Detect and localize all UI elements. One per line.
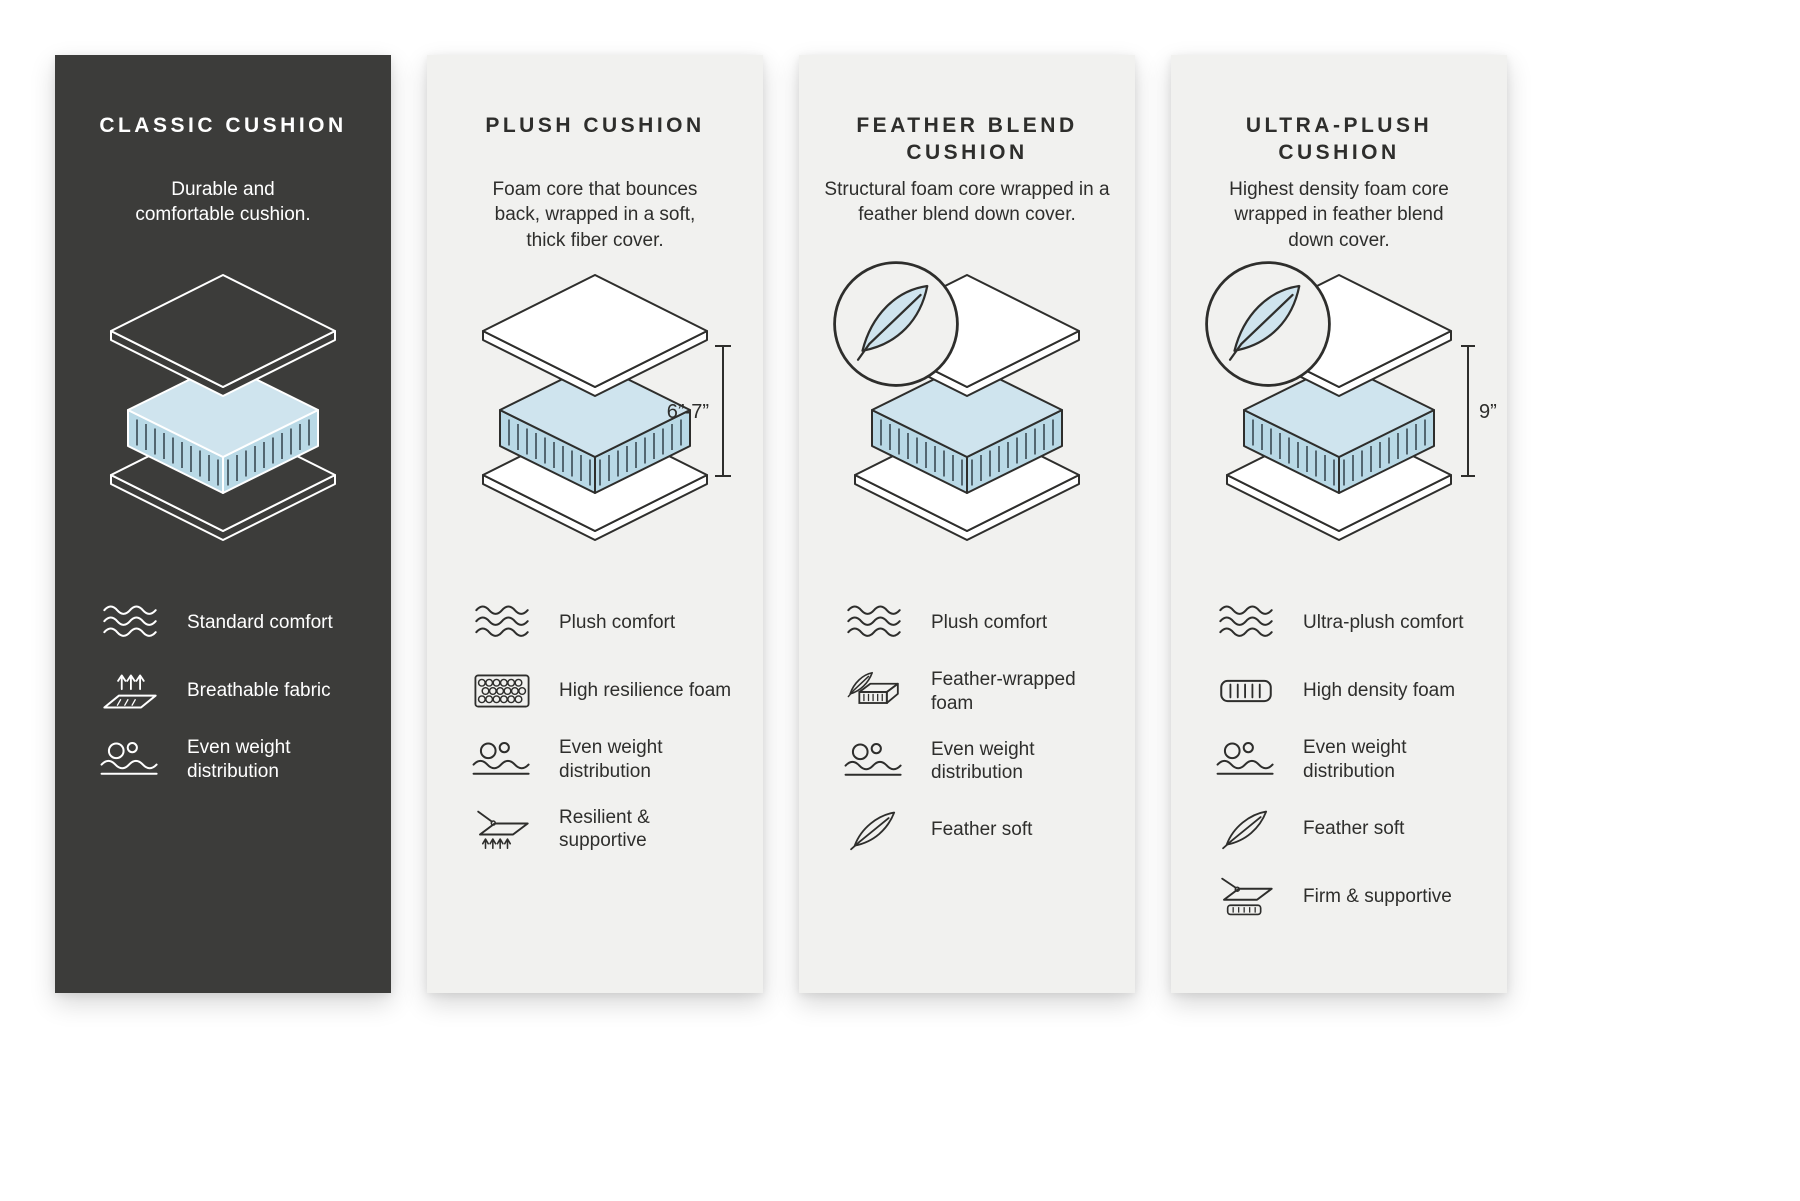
feature-row: High density foam bbox=[1213, 668, 1507, 714]
cushion-diagram bbox=[55, 257, 391, 562]
feature-label: Feather soft bbox=[1303, 817, 1405, 839]
feature-label: Feather soft bbox=[931, 819, 1033, 841]
feature-label: Resilient & supportive bbox=[559, 806, 650, 852]
panel-title: FEATHER BLEND CUSHION bbox=[856, 114, 1078, 164]
feature-list: Plush comfort Feather-wrapped foam Even … bbox=[799, 600, 1135, 853]
cushion-diagram: 6”-7” bbox=[427, 257, 763, 562]
panel-description: Foam core that bounces back, wrapped in … bbox=[492, 179, 698, 251]
feature-label: Ultra-plush comfort bbox=[1303, 612, 1464, 634]
feature-label: Plush comfort bbox=[559, 612, 676, 634]
feature-label: Firm & supportive bbox=[1303, 885, 1452, 907]
panel-description: Structural foam core wrapped in a feathe… bbox=[824, 179, 1110, 226]
waves-icon bbox=[841, 600, 907, 646]
feature-row: Breathable fabric bbox=[97, 668, 391, 714]
feature-row: Standard comfort bbox=[97, 600, 391, 646]
classic-cushion-panel: CLASSIC CUSHION Durable and comfortable … bbox=[55, 55, 391, 993]
plush-cushion-panel: PLUSH CUSHION Foam core that bounces bac… bbox=[427, 55, 763, 993]
feature-list: Plush comfort High resilience foam Even … bbox=[427, 600, 763, 853]
feature-row: Resilient & supportive bbox=[469, 806, 763, 854]
density-foam-icon bbox=[1213, 668, 1279, 714]
firm-supportive-icon bbox=[1213, 874, 1279, 920]
ultra-plush-cushion-panel: ULTRA-PLUSH CUSHION Highest density foam… bbox=[1171, 55, 1507, 993]
feature-label: Even weight distribution bbox=[559, 737, 663, 782]
feature-label: Feather-wrapped foam bbox=[931, 669, 1076, 714]
weight-distribution-icon bbox=[469, 737, 535, 783]
feather-blend-cushion-panel: FEATHER BLEND CUSHION Structural foam co… bbox=[799, 55, 1135, 993]
feature-label: High resilience foam bbox=[559, 680, 732, 702]
feature-row: Firm & supportive bbox=[1213, 874, 1507, 920]
feature-row: Feather-wrapped foam bbox=[841, 668, 1135, 716]
height-dimension-marker: 6”-7” bbox=[667, 345, 731, 477]
feature-label: Standard comfort bbox=[187, 612, 333, 634]
feature-list: Ultra-plush comfort High density foam Ev… bbox=[1171, 600, 1507, 920]
height-label: 9” bbox=[1479, 401, 1497, 423]
cushion-layers-diagram bbox=[73, 267, 373, 547]
breathable-fabric-icon bbox=[97, 668, 163, 714]
weight-distribution-icon bbox=[97, 737, 163, 783]
feature-label: Even weight distribution bbox=[1303, 737, 1407, 782]
feature-row: Even weight distribution bbox=[97, 736, 391, 784]
panel-title: ULTRA-PLUSH CUSHION bbox=[1245, 114, 1433, 164]
cushion-diagram: 9” bbox=[1171, 257, 1507, 562]
height-dimension-marker: 9” bbox=[1461, 345, 1497, 477]
panel-title: CLASSIC CUSHION bbox=[99, 114, 347, 137]
feature-row: Even weight distribution bbox=[469, 736, 763, 784]
feature-label: Even weight distribution bbox=[931, 738, 1035, 784]
feature-row: Even weight distribution bbox=[841, 738, 1135, 786]
feature-row: High resilience foam bbox=[469, 668, 763, 714]
cushion-comparison: CLASSIC CUSHION Durable and comfortable … bbox=[55, 55, 1507, 993]
weight-distribution-icon bbox=[841, 738, 907, 784]
feature-row: Even weight distribution bbox=[1213, 736, 1507, 784]
height-label: 6”-7” bbox=[667, 401, 709, 423]
waves-icon bbox=[469, 600, 535, 646]
weight-distribution-icon bbox=[1213, 737, 1279, 783]
feather-badge-icon bbox=[1201, 257, 1335, 391]
resilient-supportive-icon bbox=[469, 806, 535, 852]
feature-label: Even weight distribution bbox=[187, 737, 291, 782]
feature-label: Plush comfort bbox=[931, 612, 1048, 634]
waves-icon bbox=[1213, 600, 1279, 646]
feature-row: Plush comfort bbox=[469, 600, 763, 646]
feather-foam-icon bbox=[841, 669, 907, 715]
feature-row: Ultra-plush comfort bbox=[1213, 600, 1507, 646]
feature-row: Plush comfort bbox=[841, 600, 1135, 646]
cushion-diagram bbox=[799, 257, 1135, 562]
feather-icon bbox=[1213, 806, 1279, 852]
honeycomb-foam-icon bbox=[469, 668, 535, 714]
waves-icon bbox=[97, 600, 163, 646]
panel-description: Durable and comfortable cushion. bbox=[135, 179, 311, 226]
feature-list: Standard comfort Breathable fabric Even … bbox=[55, 600, 391, 784]
feather-badge-icon bbox=[829, 257, 963, 391]
feature-row: Feather soft bbox=[841, 807, 1135, 853]
feature-label: Breathable fabric bbox=[187, 680, 331, 702]
panel-title: PLUSH CUSHION bbox=[485, 114, 705, 137]
feature-label: High density foam bbox=[1303, 680, 1456, 702]
panel-description: Highest density foam core wrapped in fea… bbox=[1229, 179, 1449, 251]
feather-icon bbox=[841, 807, 907, 853]
feature-row: Feather soft bbox=[1213, 806, 1507, 852]
